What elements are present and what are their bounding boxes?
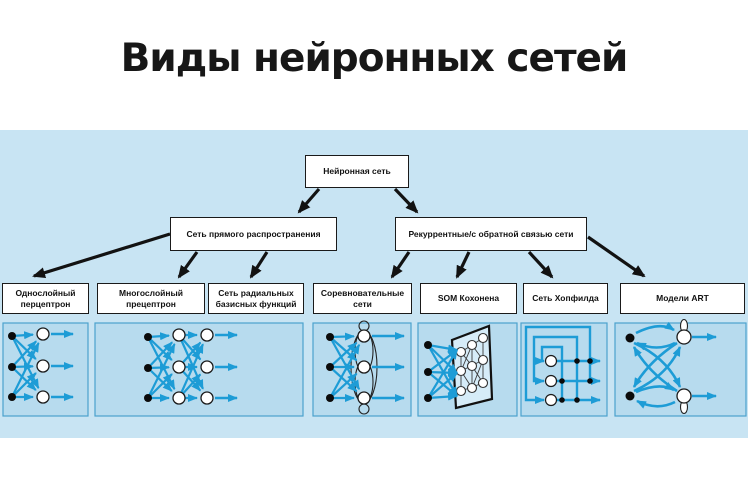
panel-hopfield: [520, 322, 608, 417]
panel-art-models: [614, 318, 747, 417]
hopfield-network-diagram: [524, 325, 601, 407]
slide-title: Виды нейронных сетей: [120, 36, 629, 81]
leaf-art-models: Модели ART: [620, 283, 745, 314]
node-recurrent: Рекуррентные/с обратной связью сети: [395, 217, 587, 251]
leaf-single-layer-perceptron: Однослойный перцептрон: [2, 283, 89, 314]
leaf-competitive-networks: Соревновательные сети: [313, 283, 412, 314]
art-model-diagram: [625, 318, 717, 415]
node-root: Нейронная сеть: [305, 155, 409, 188]
single-layer-perceptron-diagram: [8, 327, 74, 404]
tree-edges: [32, 187, 646, 279]
multilayer-perceptron-diagram: [144, 328, 238, 405]
panel-som-kohonen: [417, 322, 518, 417]
panel-single-layer-perceptron: [2, 322, 89, 417]
panel-competitive-networks: [312, 320, 412, 417]
node-feedforward: Сеть прямого распространения: [170, 217, 337, 251]
leaf-radial-basis-network: Сеть радиальных базисных функций: [208, 283, 304, 314]
leaf-hopfield: Сеть Хопфилда: [523, 283, 608, 314]
leaf-som-kohonen: SOM Кохонена: [420, 283, 517, 314]
som-kohonen-map-diagram: [450, 324, 494, 410]
leaf-multilayer-perceptron: Многослойный прецептрон: [97, 283, 205, 314]
competitive-network-diagram: [326, 320, 405, 415]
panel-multilayer-perceptron: [94, 322, 304, 417]
som-input-arrows: [424, 341, 458, 402]
